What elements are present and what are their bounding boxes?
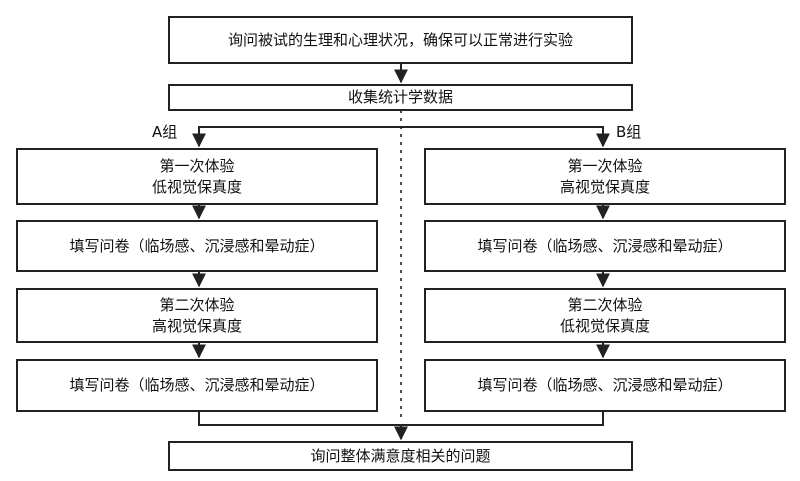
group-b-exp2-title: 第二次体验 — [567, 295, 643, 314]
group-b-exp2-fidelity: 低视觉保真度 — [559, 316, 650, 335]
consult-box: 询问被试的生理和心理状况，确保可以正常进行实验 — [168, 16, 633, 64]
group-a-exp2-fidelity: 高视觉保真度 — [151, 316, 242, 335]
group-b-survey-1: 填写问卷（临场感、沉浸感和晕动症） — [424, 220, 786, 272]
group-b-survey2-text: 填写问卷（临场感、沉浸感和晕动症） — [477, 376, 733, 394]
group-b-survey-2: 填写问卷（临场感、沉浸感和晕动症） — [424, 359, 786, 412]
group-b-second-experience: 第二次体验 低视觉保真度 — [424, 288, 786, 343]
group-a-survey-1: 填写问卷（临场感、沉浸感和晕动症） — [16, 220, 378, 272]
group-a-survey2-text: 填写问卷（临场感、沉浸感和晕动症） — [69, 376, 325, 394]
group-a-survey1-text: 填写问卷（临场感、沉浸感和晕动症） — [69, 236, 325, 255]
group-b-label: B组 — [616, 123, 642, 141]
group-a-label: A组 — [152, 123, 178, 141]
group-a-exp2-title: 第二次体验 — [159, 295, 235, 314]
group-b-survey1-text: 填写问卷（临场感、沉浸感和晕动症） — [477, 236, 733, 255]
collect-box: 收集统计学数据 — [168, 84, 633, 111]
group-b-exp1-fidelity: 高视觉保真度 — [559, 177, 650, 196]
final-text: 询问整体满意度相关的问题 — [310, 446, 491, 465]
group-a-first-experience: 第一次体验 低视觉保真度 — [16, 148, 378, 205]
group-b-first-experience: 第一次体验 高视觉保真度 — [424, 148, 786, 205]
group-b-exp1-title: 第一次体验 — [567, 156, 643, 175]
consult-text: 询问被试的生理和心理状况，确保可以正常进行实验 — [227, 30, 573, 49]
collect-text: 收集统计学数据 — [347, 88, 453, 106]
group-a-survey-2: 填写问卷（临场感、沉浸感和晕动症） — [16, 359, 378, 412]
group-a-exp1-fidelity: 低视觉保真度 — [151, 177, 242, 196]
final-question-box: 询问整体满意度相关的问题 — [168, 441, 633, 471]
group-a-exp1-title: 第一次体验 — [159, 156, 235, 175]
group-a-second-experience: 第二次体验 高视觉保真度 — [16, 288, 378, 343]
